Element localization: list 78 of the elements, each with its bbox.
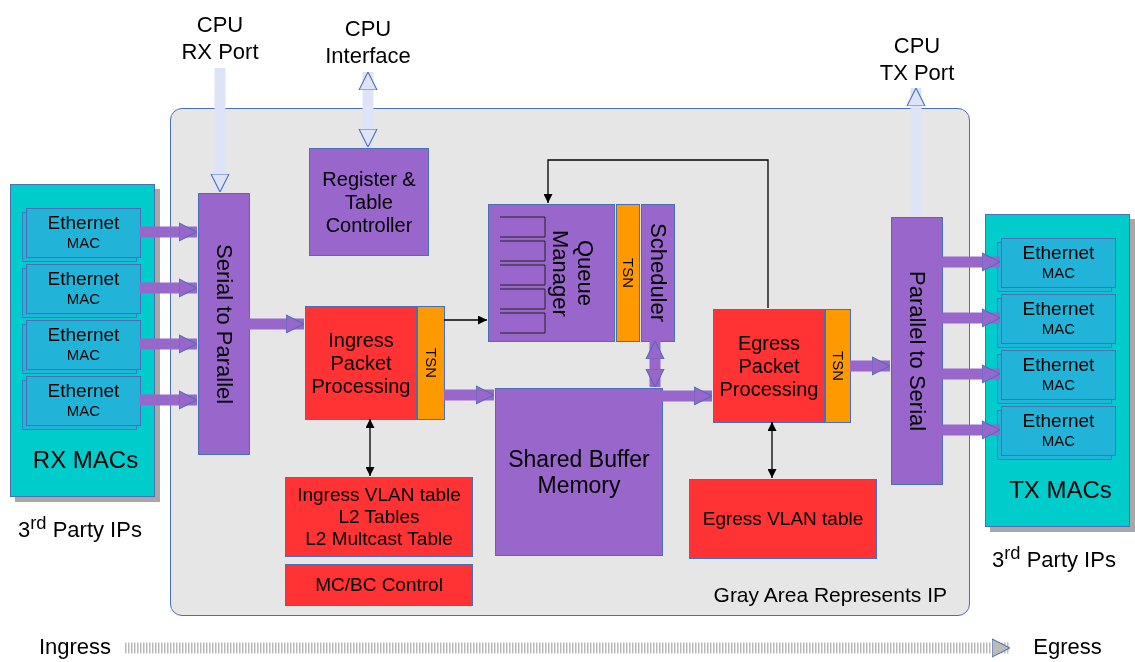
converter-block bbox=[198, 193, 250, 455]
processing-block bbox=[713, 309, 825, 423]
mac-subtitle: MAC bbox=[1041, 432, 1076, 450]
mac-title: Ethernet bbox=[1022, 298, 1095, 321]
block-arrow bbox=[942, 364, 1001, 384]
area-caption: Gray Area Represents IP bbox=[713, 582, 947, 607]
panel-title: RX MACs bbox=[32, 446, 139, 474]
arrow bbox=[443, 315, 488, 325]
block-label: Egress bbox=[1033, 633, 1102, 661]
block-label: Shared Buffer Memory bbox=[507, 445, 651, 499]
controller-block bbox=[309, 148, 429, 256]
block-label: Ingress VLAN table bbox=[297, 484, 461, 507]
block-label: L2 Tables bbox=[338, 506, 420, 528]
memory-block bbox=[495, 388, 663, 556]
block-arrow bbox=[358, 71, 378, 148]
block-label: Serial to Parallel bbox=[211, 243, 237, 405]
block-label: CPU Interface bbox=[324, 14, 412, 70]
block-arrow bbox=[645, 340, 665, 388]
control-block bbox=[285, 564, 473, 606]
mac-subtitle: MAC bbox=[66, 402, 101, 420]
note-label: 3$^{rd}$ Party IPs bbox=[992, 542, 1116, 574]
mac-title: Ethernet bbox=[47, 212, 120, 235]
mac-subtitle: MAC bbox=[1041, 320, 1076, 338]
mac-title: Ethernet bbox=[47, 380, 120, 403]
mac-subtitle: MAC bbox=[1041, 376, 1076, 394]
block-label: Egress VLAN table bbox=[702, 508, 864, 530]
block-label: CPU RX Port bbox=[180, 10, 260, 66]
block-arrow bbox=[210, 68, 230, 193]
queue-manager-block bbox=[488, 204, 615, 342]
table-block bbox=[285, 477, 473, 557]
block-arrow bbox=[850, 356, 891, 376]
block-arrow bbox=[906, 87, 926, 216]
block-arrow bbox=[140, 334, 198, 354]
ip-area bbox=[170, 108, 970, 616]
block-label: CPU TX Port bbox=[878, 31, 956, 87]
block-arrow bbox=[125, 638, 1011, 658]
arrow bbox=[543, 159, 769, 309]
mac-title: Ethernet bbox=[47, 324, 120, 347]
mac-subtitle: MAC bbox=[66, 346, 101, 364]
table-block bbox=[689, 479, 877, 559]
mac-title: Ethernet bbox=[1022, 410, 1095, 433]
block-arrow bbox=[444, 385, 495, 405]
block-arrow bbox=[140, 222, 198, 242]
mac-subtitle: MAC bbox=[1041, 264, 1076, 282]
block-arrow bbox=[249, 314, 305, 334]
converter-block bbox=[891, 217, 943, 485]
block-arrow bbox=[662, 386, 713, 406]
block-label: Queue Manager bbox=[547, 228, 598, 319]
mac-subtitle: MAC bbox=[66, 290, 101, 308]
tsn-block bbox=[825, 309, 851, 423]
mac-title: Ethernet bbox=[1022, 354, 1095, 377]
processing-block bbox=[305, 306, 417, 420]
note-label: 3$^{rd}$ Party IPs bbox=[18, 512, 142, 544]
block-label: Egress Packet Processing bbox=[718, 331, 820, 401]
arrow bbox=[767, 421, 777, 479]
block-label: Ingress Packet Processing bbox=[310, 328, 412, 398]
block-label: TSN bbox=[829, 351, 847, 381]
block-label: Ingress bbox=[38, 633, 112, 661]
scheduler-block bbox=[641, 204, 675, 342]
tsn-block bbox=[417, 306, 445, 420]
block-label: Register & Table Controller bbox=[321, 167, 417, 237]
block-arrow bbox=[942, 252, 1001, 272]
mac-subtitle: MAC bbox=[66, 234, 101, 252]
mac-title: Ethernet bbox=[1022, 242, 1095, 265]
block-label: Parallel to Serial bbox=[904, 270, 930, 432]
block-arrow bbox=[140, 278, 198, 298]
block-label: TSN bbox=[619, 258, 637, 288]
panel-title: TX MACs bbox=[1009, 476, 1112, 504]
mac-title: Ethernet bbox=[47, 268, 120, 291]
block-arrow bbox=[942, 308, 1001, 328]
block-arrow bbox=[942, 420, 1001, 440]
block-label: Scheduler bbox=[645, 223, 671, 323]
block-label: L2 Multcast Table bbox=[305, 527, 453, 550]
block-arrow bbox=[140, 390, 198, 410]
arrow bbox=[365, 418, 375, 477]
block-label: MC/BC Control bbox=[315, 574, 443, 596]
tsn-block bbox=[616, 204, 640, 342]
block-label: TSN bbox=[422, 348, 440, 378]
